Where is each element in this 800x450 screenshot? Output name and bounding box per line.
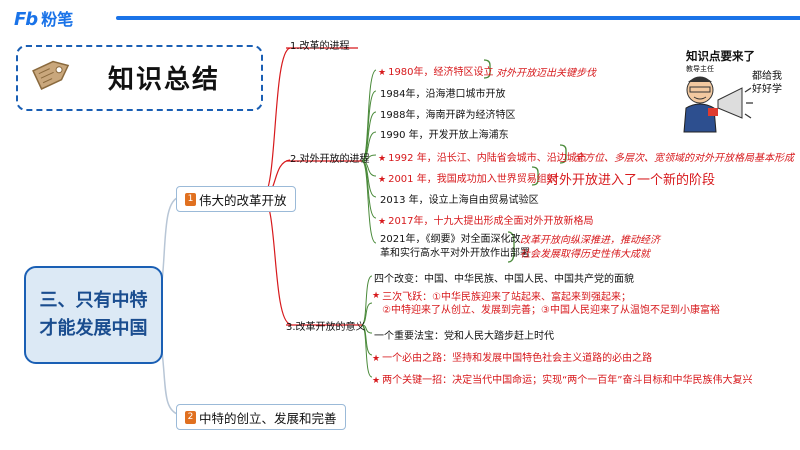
branch-label: 中特的创立、发展和完善	[199, 410, 337, 426]
opening-item: 1988年，海南开辟为经济特区	[380, 110, 516, 121]
opening-item: 1990 年，开发开放上海浦东	[380, 130, 509, 141]
star-icon: ★	[378, 217, 387, 227]
branch-number-badge: 2	[185, 410, 196, 424]
central-topic: 三、只有中特 才能发展中国	[24, 266, 163, 364]
annotation-1980: 对外开放迈出关键步伐	[496, 68, 596, 79]
branch-reform-opening: 1 伟大的改革开放	[176, 186, 296, 212]
significance-item: ★两个关键一招：决定当代中国命运；实现“两个一百年”奋斗目标和中华民族伟大复兴	[372, 375, 753, 386]
significance-item: 四个改变：中国、中华民族、中国人民、中国共产党的面貌	[374, 274, 634, 285]
brand-logo-mark: Fb	[14, 9, 38, 30]
opening-item: 1984年，沿海港口城市开放	[380, 89, 506, 100]
branch-number-badge: 1	[185, 192, 196, 206]
star-icon: ★	[378, 154, 387, 164]
opening-item: 2021年，《纲要》对全面深化改 革和实行高水平对外开放作出部署	[380, 234, 530, 259]
header-rule	[116, 16, 800, 20]
opening-item: ★2001 年，我国成功加入世界贸易组织	[378, 174, 557, 185]
significance-item: ★一个必由之路：坚持和发展中国特色社会主义道路的必由之路	[372, 353, 653, 364]
sub-topic-reform-process: 1.改革的进程	[290, 41, 350, 52]
star-icon: ★	[372, 354, 381, 364]
annotation-2021: 改革开放向纵深推进，推动经济 社会发展取得历史性伟大成就	[520, 235, 660, 260]
branch-label: 伟大的改革开放	[199, 192, 287, 208]
teacher-role: 教导主任	[686, 65, 714, 73]
annotation-1992: 全方位、多层次、宽领域的对外开放格局基本形成	[574, 153, 794, 164]
star-icon: ★	[378, 68, 387, 78]
opening-item: ★1980年，经济特区设立	[378, 67, 494, 78]
opening-item: ★1992 年，沿长江、内陆省会城市、沿边城市	[378, 153, 587, 164]
sub-topic-significance: 3.改革开放的意义	[286, 322, 366, 333]
significance-item: ★三次飞跃：①中华民族迎来了站起来、富起来到强起来； ②中特迎来了从创立、发展到…	[372, 291, 721, 316]
annotation-2001: 对外开放进入了一个新的阶段	[546, 173, 716, 188]
branch-socialism-development: 2 中特的创立、发展和完善	[176, 404, 346, 430]
significance-item: 一个重要法宝：党和人民大踏步赶上时代	[374, 331, 554, 342]
teacher-title: 知识点要来了	[686, 49, 755, 63]
central-topic-label: 三、只有中特 才能发展中国	[39, 290, 148, 339]
teacher-speech: 都给我 好好学	[752, 71, 782, 95]
opening-item: ★2017年，十九大提出形成全面对外开放新格局	[378, 216, 594, 227]
star-icon: ★	[372, 376, 381, 386]
price-tag-icon	[32, 60, 70, 90]
summary-title: 知识总结	[108, 65, 221, 95]
teacher-megaphone-icon	[683, 76, 753, 133]
star-icon: ★	[372, 291, 381, 301]
sub-topic-opening-process: 2.对外开放的进程	[290, 154, 370, 165]
star-icon: ★	[378, 175, 387, 185]
brand-name: 粉笔	[41, 10, 74, 29]
opening-item: 2013 年，设立上海自由贸易试验区	[380, 195, 539, 206]
